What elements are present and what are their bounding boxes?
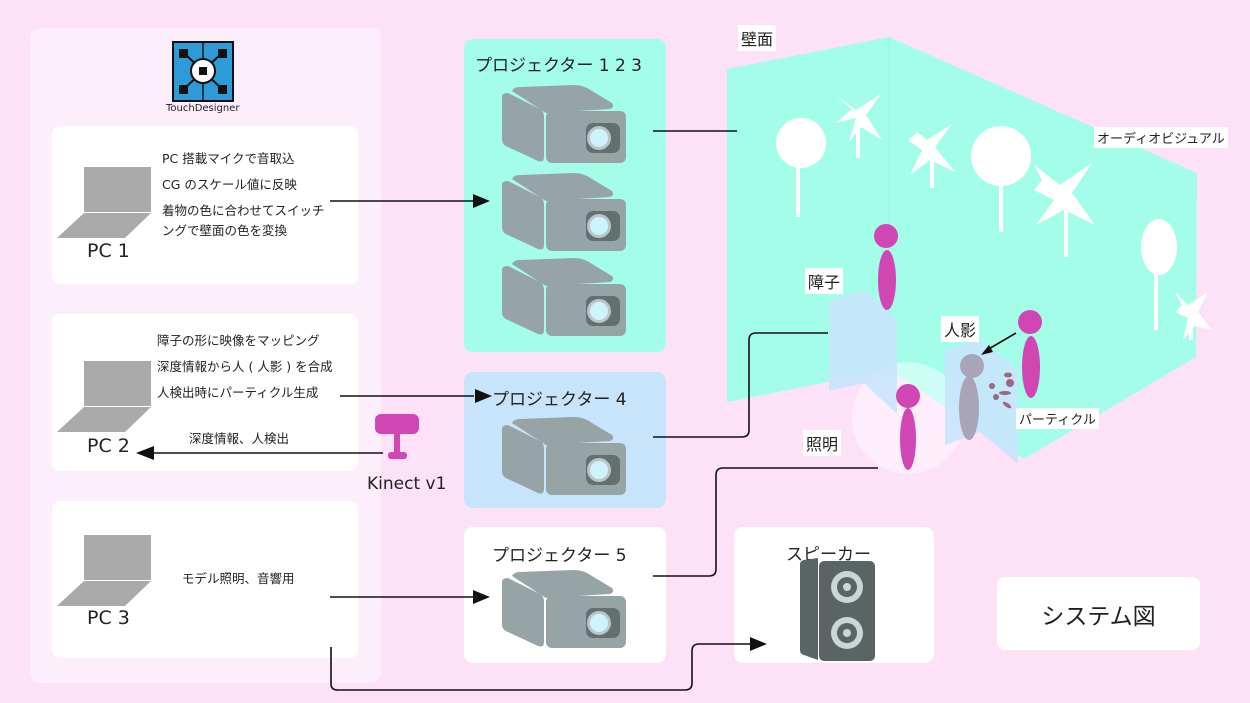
diagram-title-text: システム図 xyxy=(1041,603,1156,630)
projector-icon xyxy=(502,173,626,251)
shadow-person xyxy=(959,354,984,440)
speaker-icon xyxy=(800,558,875,661)
projector-5-label: プロジェクター 5 xyxy=(492,546,627,566)
wall-graphic-oval xyxy=(1141,219,1177,330)
projector-123-label: プロジェクター 1 2 3 xyxy=(475,56,642,76)
projector-4-label: プロジェクター 4 xyxy=(492,390,627,410)
kinect-icon xyxy=(375,414,419,459)
pc2-description: 障子の形に映像をマッピング 深度情報から人 ( 人影 ) を合成 人検出時にパー… xyxy=(157,328,333,406)
description-line: 障子の形に映像をマッピング xyxy=(157,333,320,348)
wall-label: 壁面 xyxy=(738,25,777,51)
pc3-label: PC 3 xyxy=(87,607,130,629)
shoji-label: 障子 xyxy=(805,268,844,294)
laptop-icon xyxy=(57,167,152,239)
wall-graphic-pinwheel xyxy=(1175,292,1212,340)
wall-graphic-pinwheel xyxy=(1034,163,1095,257)
description-line: CG のスケール値に反映 xyxy=(162,177,297,192)
description-line: モデル照明、音響用 xyxy=(182,571,295,586)
arrowheads xyxy=(136,194,767,651)
description-line: 深度情報から人 ( 人影 ) を合成 xyxy=(157,359,333,374)
wall-graphic-circle xyxy=(776,118,826,217)
description-line: ングで壁面の色を変換 xyxy=(162,223,288,238)
person-figure xyxy=(896,384,920,470)
kinect-flow-label: 深度情報、人検出 xyxy=(189,431,290,446)
kinect-label: Kinect v1 xyxy=(367,474,447,494)
audiovisual-label: オーディオビジュアル xyxy=(1094,127,1228,148)
diagram-title: システム図 xyxy=(997,577,1200,650)
pc1-description: PC 搭載マイクで音取込 CG のスケール値に反映 着物の色に合わせてスイッチ … xyxy=(162,146,325,238)
software-label: TouchDesigner xyxy=(166,103,240,114)
person-figure xyxy=(1018,310,1042,398)
person-figure xyxy=(874,224,898,310)
projector-icon xyxy=(502,570,626,648)
description-line: 着物の色に合わせてスイッチ xyxy=(162,203,325,218)
wall-graphic-pinwheel xyxy=(908,124,955,188)
particles xyxy=(989,372,1014,409)
projector-icon xyxy=(502,258,626,336)
particle-label: パーティクル xyxy=(1016,408,1099,429)
projector-icon xyxy=(502,85,626,163)
description-line: 人検出時にパーティクル生成 xyxy=(157,385,319,400)
projector-icon xyxy=(502,417,626,495)
wall-graphic-circle xyxy=(971,126,1031,232)
shoji-screen xyxy=(829,290,897,414)
touchdesigner-logo-icon xyxy=(172,41,234,102)
pc2-label: PC 2 xyxy=(87,435,130,457)
wall-graphic-pinwheel xyxy=(835,94,882,158)
connectors xyxy=(154,130,878,691)
lighting-label: 照明 xyxy=(803,430,842,456)
laptop-icon xyxy=(57,361,152,433)
laptop-icon xyxy=(57,535,152,607)
pc1-label: PC 1 xyxy=(87,240,130,262)
description-line: PC 搭載マイクで音取込 xyxy=(162,151,295,166)
pc3-description: モデル照明、音響用 xyxy=(182,566,295,592)
shadow-label: 人影 xyxy=(941,316,980,342)
